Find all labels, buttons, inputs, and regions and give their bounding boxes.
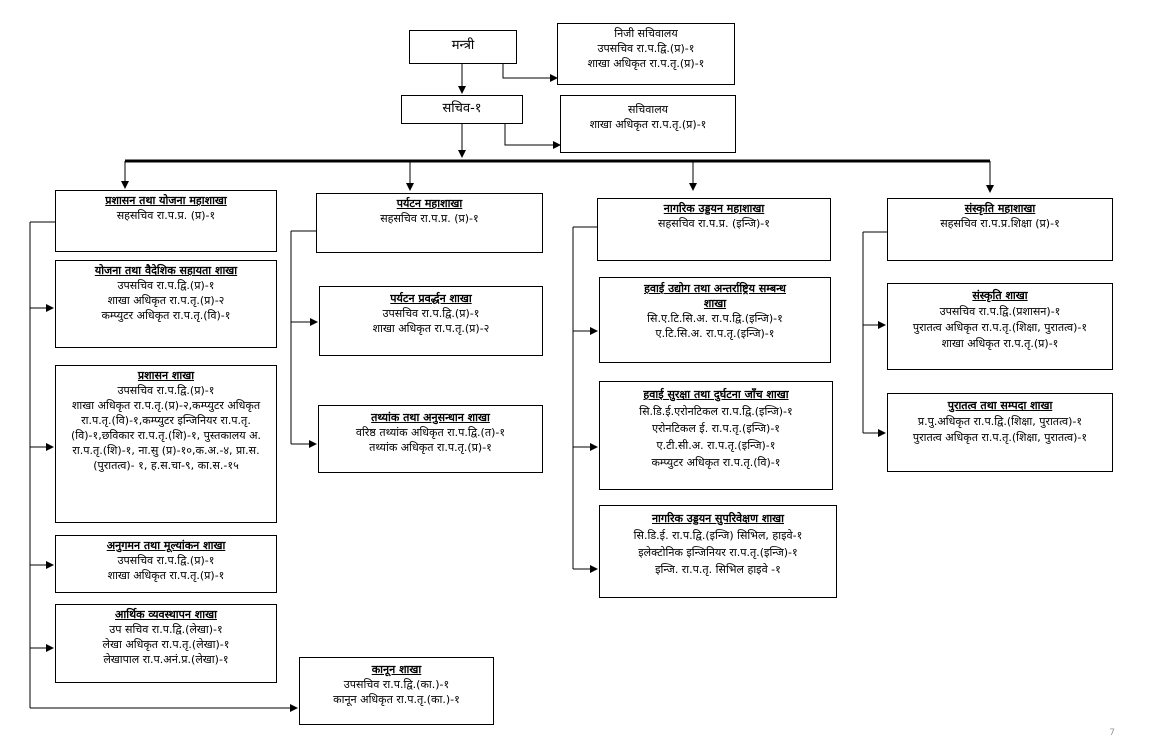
division-title: प्रशासन तथा योजना महाशाखा (105, 194, 227, 207)
division-box-admin: प्रशासन तथा योजना महाशाखा सहसचिव रा.प.प्… (55, 190, 277, 252)
section-line: शाखा अधिकृत रा.प.तृ.(प्र)-२ (372, 322, 490, 335)
section-line: लेखा अधिकृत रा.प.तृ.(लेखा)-१ (102, 638, 230, 651)
minister-box: मन्त्री (409, 30, 517, 64)
section-line: लेखापाल रा.प.अनं.प्र.(लेखा)-१ (103, 653, 229, 666)
section-box-tourism-promotion: पर्यटन प्रवर्द्धन शाखा उपसचिव रा.प.द्वि.… (319, 286, 543, 356)
section-line: प्र.पु.अधिकृत रा.प.द्वि.(शिक्षा, पुरातत्… (917, 415, 1083, 428)
secretariat-box: सचिवालय शाखा अधिकृत रा.प.तृ.(प्र)-१ (560, 95, 736, 153)
section-line: वरिष्ठ तथ्यांक अधिकृत रा.प.द्वि.(त)-१ (355, 426, 506, 439)
section-box-finance: आर्थिक व्यवस्थापन शाखा उप सचिव रा.प.द्वि… (55, 604, 277, 683)
section-line: सि.ए.टि.सि.अ. रा.प.द्वि.(इन्जि)-१ (647, 312, 783, 325)
section-line: एरोनटिकल ई. रा.प.तृ.(इन्जि)-१ (651, 422, 781, 435)
division-title: संस्कृति महाशाखा (964, 202, 1036, 215)
section-line: उपसचिव रा.प.द्वि.(प्र)-१ (117, 384, 215, 397)
section-title: पर्यटन प्रवर्द्धन शाखा (390, 292, 472, 305)
section-line: इन्जि. रा.प.तृ. सिभिल हाइवे -१ (655, 563, 781, 576)
section-box-supervision: नागरिक उड्डयन सुपरिवेक्षण शाखा सि.डि.ई. … (599, 505, 837, 598)
secretary-title: सचिव-१ (442, 101, 482, 116)
box-line: उपसचिव रा.प.द्वि.(प्र)-१ (597, 42, 695, 55)
division-line: सहसचिव रा.प.प्र.शिक्षा (प्र)-१ (940, 217, 1060, 230)
division-box-aviation: नागरिक उड्डयन महाशाखा सहसचिव रा.प.प्र. (… (597, 198, 831, 261)
section-line: उपसचिव रा.प.द्वि.(प्र)-१ (117, 554, 215, 567)
section-line: शाखा अधिकृत रा.प.तृ.(प्र)-१ (941, 337, 1059, 350)
section-line: कम्प्युटर अधिकृत रा.प.तृ.(वि)-१ (651, 456, 781, 469)
division-box-tourism: पर्यटन महाशाखा सहसचिव रा.प.प्र. (प्र)-१ (316, 193, 543, 253)
section-line: तथ्यांक अधिकृत रा.प.तृ.(प्र)-१ (369, 441, 492, 454)
division-line: सहसचिव रा.प.प्र. (प्र)-१ (380, 212, 479, 225)
section-title: हवाई सुरक्षा तथा दुर्घटना जाँच शाखा (643, 388, 789, 401)
section-title: योजना तथा वैदेशिक सहायता शाखा (94, 264, 238, 277)
section-box-air-industry: हवाई उद्योग तथा अन्तर्राष्ट्रिय सम्बन्ध … (599, 277, 831, 363)
section-line: उपसचिव रा.प.द्वि.(का.)-१ (343, 678, 450, 691)
section-box-planning: योजना तथा वैदेशिक सहायता शाखा उपसचिव रा.… (55, 260, 277, 348)
section-line: कम्प्युटर अधिकृत रा.प.तृ.(वि)-१ (101, 309, 231, 322)
section-line: सि.डि.ई. रा.प.द्वि.(इन्जि) सिभिल, हाइवे-… (633, 529, 803, 542)
section-line: उपसचिव रा.प.द्वि.(प्र)-१ (117, 279, 215, 292)
private-secretariat-box: निजी सचिवालय उपसचिव रा.प.द्वि.(प्र)-१ शा… (557, 23, 735, 85)
section-line: पुरातत्व अधिकृत रा.प.तृ.(शिक्षा, पुरातत्… (912, 321, 1088, 334)
section-line: शाखा अधिकृत रा.प.तृ.(प्र)-२,कम्प्युटर अध… (71, 399, 261, 472)
division-title: नागरिक उड्डयन महाशाखा (663, 202, 765, 215)
section-box-monitoring: अनुगमन तथा मूल्यांकन शाखा उपसचिव रा.प.द्… (55, 535, 277, 593)
page-number: 7 (1109, 728, 1115, 738)
section-box-statistics: तथ्यांक तथा अनुसन्धान शाखा वरिष्ठ तथ्यां… (318, 405, 543, 473)
box-line: शाखा अधिकृत रा.प.तृ.(प्र)-१ (589, 118, 707, 131)
section-line: ए.टी.सी.अ. रा.प.तृ.(इन्जि)-१ (656, 439, 776, 452)
division-box-culture: संस्कृति महाशाखा सहसचिव रा.प.प्र.शिक्षा … (887, 198, 1113, 261)
section-title: आर्थिक व्यवस्थापन शाखा (115, 608, 217, 621)
section-title: संस्कृति शाखा (972, 289, 1028, 302)
section-line: शाखा अधिकृत रा.प.तृ.(प्र)-२ (107, 294, 225, 307)
section-box-archaeology: पुरातत्व तथा सम्पदा शाखा प्र.पु.अधिकृत र… (887, 393, 1113, 472)
section-title: अनुगमन तथा मूल्यांकन शाखा (106, 539, 226, 552)
division-title: पर्यटन महाशाखा (396, 197, 463, 210)
section-title: तथ्यांक तथा अनुसन्धान शाखा (371, 411, 490, 424)
secretary-box: सचिव-१ (401, 95, 523, 124)
section-line: पुरातत्व अधिकृत रा.प.तृ.(शिक्षा, पुरातत्… (912, 431, 1088, 444)
section-title: नागरिक उड्डयन सुपरिवेक्षण शाखा (651, 512, 785, 525)
section-line: कानून अधिकृत रा.प.तृ.(का.)-१ (333, 693, 460, 706)
section-line: उपसचिव रा.प.द्वि.(प्र)-१ (382, 307, 480, 320)
section-box-air-safety: हवाई सुरक्षा तथा दुर्घटना जाँच शाखा सि.ड… (599, 381, 833, 490)
section-title: हवाई उद्योग तथा अन्तर्राष्ट्रिय सम्बन्ध … (644, 282, 786, 310)
box-title: सचिवालय (627, 103, 669, 116)
division-line: सहसचिव रा.प.प्र. (इन्जि)-१ (658, 217, 770, 230)
section-line: ए.टि.सि.अ. रा.प.तृ.(इन्जि)-१ (655, 327, 775, 340)
box-line: शाखा अधिकृत रा.प.तृ.(प्र)-१ (587, 57, 705, 70)
division-line: सहसचिव रा.प.प्र. (प्र)-१ (116, 209, 216, 222)
section-line: शाखा अधिकृत रा.प.तृ.(प्र)-१ (107, 569, 225, 582)
section-title: कानून शाखा (371, 663, 422, 676)
section-box-administration: प्रशासन शाखा उपसचिव रा.प.द्वि.(प्र)-१ शा… (55, 365, 277, 523)
section-box-culture: संस्कृति शाखा उपसचिव रा.प.द्वि.(प्रशासन)… (887, 283, 1113, 370)
section-title: पुरातत्व तथा सम्पदा शाखा (947, 399, 1053, 412)
section-line: उप सचिव रा.प.द्वि.(लेखा)-१ (109, 623, 223, 636)
box-title: निजी सचिवालय (614, 27, 678, 40)
section-line: सि.डि.ई.एरोनटिकल रा.प.द्वि.(इन्जि)-१ (639, 405, 793, 418)
section-line: उपसचिव रा.प.द्वि.(प्रशासन)-१ (939, 305, 1061, 318)
section-title: प्रशासन शाखा (137, 369, 195, 382)
minister-title: मन्त्री (451, 38, 475, 53)
section-box-law: कानून शाखा उपसचिव रा.प.द्वि.(का.)-१ कानू… (299, 657, 494, 725)
section-line: इलेक्टोनिक इन्जिनियर रा.प.तृ.(इन्जि)-१ (638, 546, 798, 559)
